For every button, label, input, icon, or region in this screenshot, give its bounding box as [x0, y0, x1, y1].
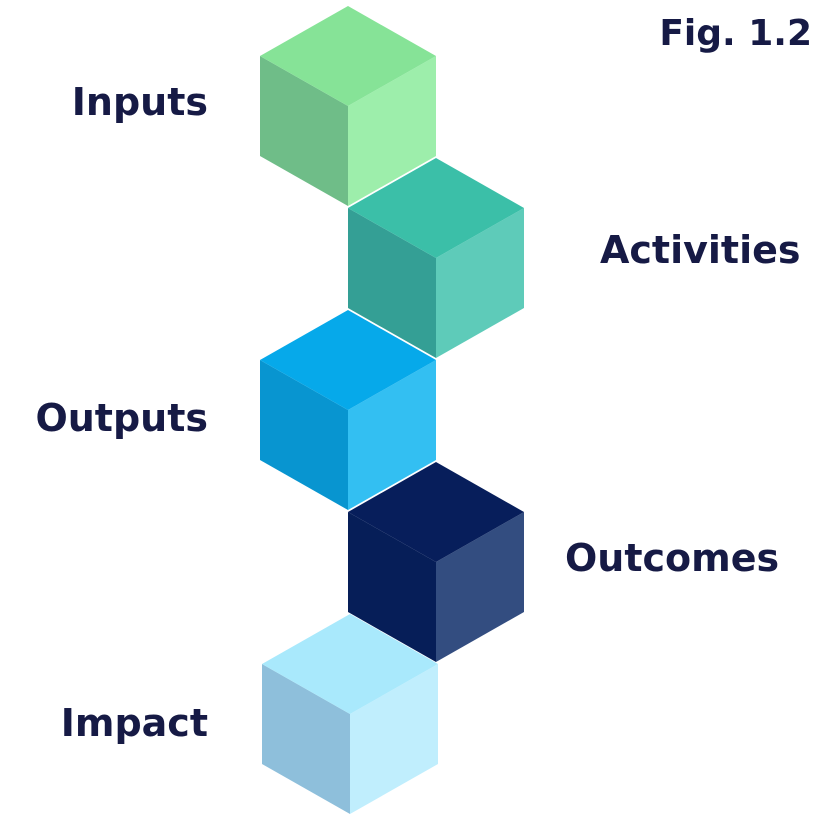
cube-impact: [262, 614, 438, 814]
figure-label: Fig. 1.2: [659, 13, 812, 54]
cube-inputs: [260, 6, 436, 206]
cube-activities: [348, 158, 524, 358]
step-label-outputs: Outputs: [35, 396, 208, 440]
cube-outputs-top-face: [260, 310, 436, 410]
cube-impact-top-face: [262, 614, 438, 714]
cube-outcomes: [348, 462, 524, 662]
cube-outputs: [260, 310, 436, 510]
cube-outcomes-top-face: [348, 462, 524, 562]
step-label-outcomes: Outcomes: [565, 536, 780, 580]
step-label-inputs: Inputs: [71, 80, 208, 124]
step-label-impact: Impact: [60, 701, 208, 745]
cube-inputs-top-face: [260, 6, 436, 106]
step-label-activities: Activities: [600, 228, 801, 272]
cube-activities-top-face: [348, 158, 524, 258]
